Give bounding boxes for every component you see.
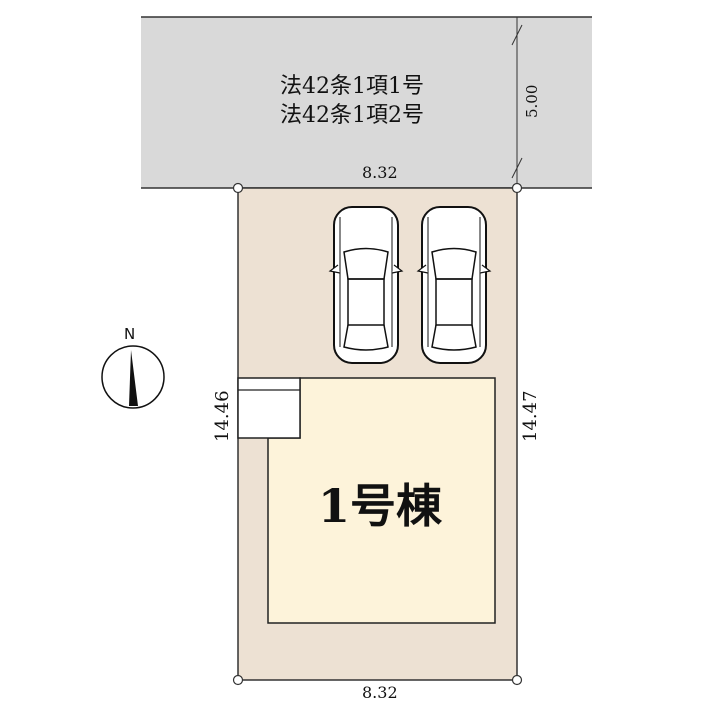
- road-area: [141, 17, 592, 188]
- parking-car-2: [417, 206, 491, 364]
- building-label: 1号棟: [318, 479, 443, 533]
- road-width-label: 5.00: [523, 84, 541, 118]
- compass-north-label: N: [124, 325, 136, 343]
- lot-top-dimension: 8.32: [362, 163, 398, 182]
- road-type-label-2: 法42条1項2号: [280, 103, 424, 128]
- lot-bottom-dimension: 8.32: [362, 683, 398, 702]
- entrance-porch: [237, 377, 301, 439]
- compass-icon: [101, 345, 165, 409]
- lot-right-dimension: 14.47: [520, 390, 541, 442]
- lot-corner-markers: [232, 182, 523, 686]
- parking-car-1: [329, 206, 403, 364]
- road-type-label-1: 法42条1項1号: [280, 74, 424, 99]
- lot-left-dimension: 14.46: [212, 390, 233, 442]
